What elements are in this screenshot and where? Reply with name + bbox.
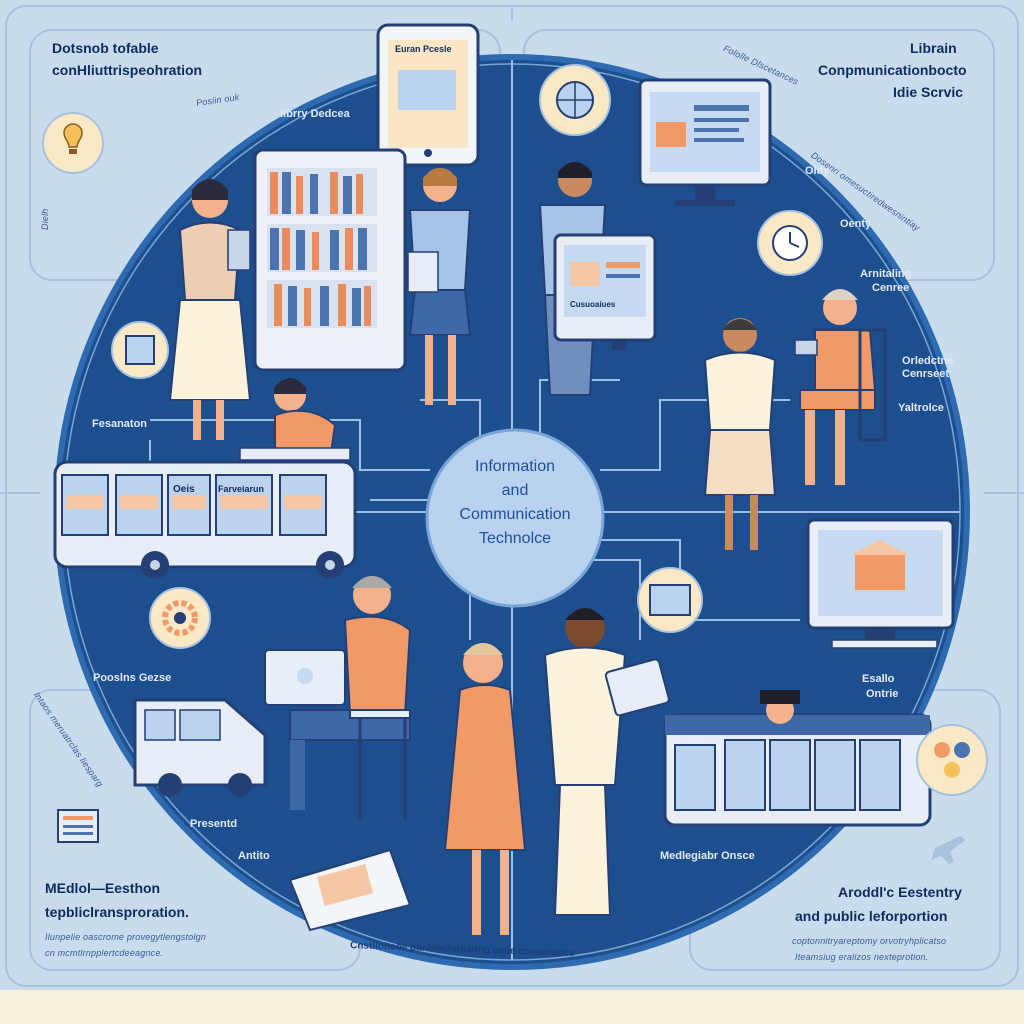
left-edge-label: Dielh bbox=[40, 208, 50, 230]
woman-orange-dress bbox=[443, 643, 527, 935]
bus-left bbox=[53, 460, 357, 579]
woman-librarian-2 bbox=[407, 168, 472, 405]
center-node bbox=[425, 428, 605, 608]
lightbulb-icon bbox=[42, 112, 104, 174]
label-bus-tab-1: Oeis bbox=[173, 484, 195, 495]
corner-title-top-right-3: Idie Scrvic bbox=[893, 84, 964, 100]
documents-floor bbox=[288, 848, 412, 932]
corner-title-top-right-1: Librain bbox=[910, 40, 957, 56]
center-line-2: and bbox=[501, 482, 529, 499]
center-line-1: Information bbox=[474, 458, 556, 475]
center-line-3: Communication bbox=[459, 506, 571, 523]
document-icon bbox=[57, 809, 99, 843]
label-presentd: Presentd bbox=[190, 818, 238, 830]
label-posrina-geza: Pooslns Gezse bbox=[93, 672, 172, 684]
corner-title-top-left-1: Dotsnob tofable bbox=[52, 40, 159, 56]
elderly-woman-seated bbox=[794, 289, 887, 485]
monitor-top bbox=[638, 78, 772, 206]
globe-icon bbox=[539, 64, 611, 136]
corner-sub-bottom-right-1: coptonnitryareptomy orvotryhplicatso bbox=[792, 936, 947, 946]
woman-librarian-1 bbox=[168, 179, 252, 440]
label-oenty: Oenty bbox=[840, 218, 872, 230]
label-bus-tab-2: Farveiarun bbox=[218, 484, 265, 494]
label-osdy: Oldy bbox=[805, 165, 830, 177]
tablet-device bbox=[376, 23, 480, 167]
label-anitio: Antito bbox=[238, 850, 270, 862]
label-reservation: Fesanaton bbox=[92, 418, 148, 430]
label-screen-caption: Cusuoaiues bbox=[570, 300, 616, 309]
label-esalle-2: Ontrie bbox=[866, 688, 899, 700]
label-arntaling-2: Cenree bbox=[872, 282, 910, 294]
label-arntaling: Arnitaling bbox=[860, 268, 912, 280]
plane-icon bbox=[931, 836, 965, 864]
label-library-device: Iibrry Dedcea bbox=[280, 108, 350, 120]
bookshelf bbox=[253, 148, 407, 372]
center-line-4: Technolce bbox=[478, 530, 552, 547]
label-tablet-title: Euran Pcesle bbox=[395, 44, 452, 54]
man-with-tablet bbox=[543, 608, 670, 916]
woman-reading bbox=[239, 378, 351, 461]
label-orledcte: Orledctne bbox=[902, 355, 954, 367]
label-yaltrolce: Yaltrolce bbox=[898, 402, 944, 414]
monitor-museum bbox=[806, 518, 955, 649]
man-with-monitor bbox=[538, 162, 657, 396]
bottom-strip bbox=[0, 990, 1024, 1024]
gear-icon bbox=[149, 587, 211, 649]
puzzle-icon bbox=[111, 321, 169, 379]
corner-title-bottom-left-1: MEdlol—Eesthon bbox=[45, 880, 161, 896]
corner-title-bottom-right-2: and public leforportion bbox=[795, 908, 948, 924]
corner-title-top-right-2: Conpmunicationbocto bbox=[818, 62, 967, 78]
center-title: Information and Communication Technolce bbox=[425, 455, 605, 551]
people-icon bbox=[637, 567, 703, 633]
label-esalle: Esallo bbox=[862, 673, 895, 685]
woman-with-laptop bbox=[264, 576, 412, 820]
clock-icon bbox=[757, 210, 823, 276]
corner-title-bottom-right-1: Aroddl'c Eestentry bbox=[838, 884, 962, 900]
community-icon bbox=[916, 724, 988, 796]
corner-sub-bottom-left-2: cn mcmtlrnpplertcdeeagnce. bbox=[45, 948, 164, 958]
label-mediograr-onser: Medlegiabr Onsce bbox=[660, 850, 755, 862]
elderly-woman-standing bbox=[703, 318, 777, 550]
label-orledcte-2: Cenrseet bbox=[902, 368, 950, 380]
corner-title-top-left-2: conHliuttrispeohration bbox=[52, 62, 203, 78]
corner-title-bottom-left-2: tepbliclransproration. bbox=[45, 904, 189, 920]
corner-sub-bottom-left-1: Ilunpelie oascrome provegytlengstolgn bbox=[45, 932, 206, 942]
shuttle-bus bbox=[133, 698, 267, 797]
corner-sub-bottom-right-2: Iteamsiug eralizos nexteprotion. bbox=[795, 952, 929, 962]
